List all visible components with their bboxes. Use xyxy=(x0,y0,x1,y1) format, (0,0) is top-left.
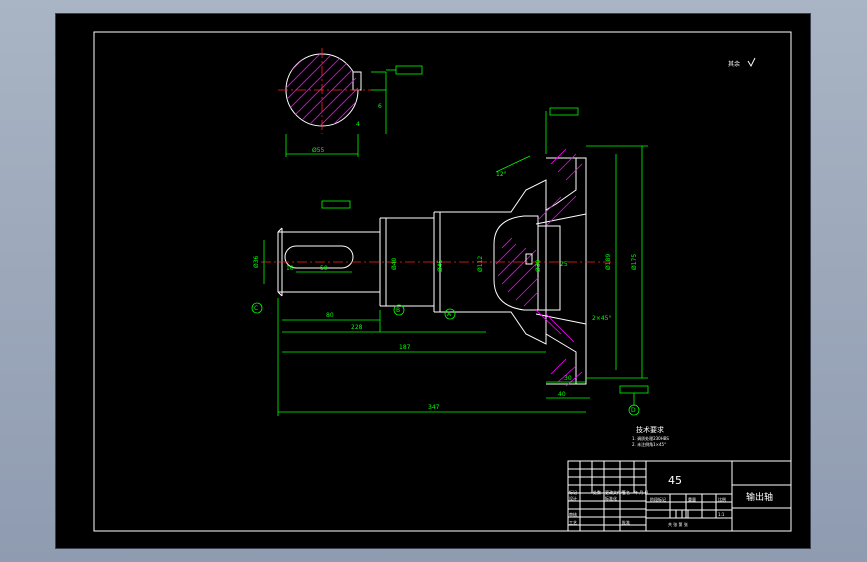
datum-b-label: B xyxy=(396,307,400,314)
datum-d-label: D xyxy=(631,407,636,414)
shaft-main-view: 80 228 187 347 30 40 50 10 Ø36 Ø40 Ø45 Ø… xyxy=(251,107,649,416)
section-view: Ø55 6 4 xyxy=(278,48,423,157)
roughness-symbol-icon xyxy=(747,57,756,68)
keyway-dim: 6 xyxy=(378,103,382,110)
dim-d45: Ø45 xyxy=(437,259,444,272)
cad-drawing: 其余 Ø55 6 4 xyxy=(93,31,792,532)
tb-sign: 签名 xyxy=(622,489,630,495)
tb-std: 标准化 xyxy=(605,495,617,501)
dim-key-length: 50 xyxy=(320,265,328,272)
tb-mark: 标记 xyxy=(569,489,577,495)
tb-weight: 重量 xyxy=(688,496,696,502)
tb-sheet: 共 张 第 张 xyxy=(668,521,688,527)
dim-bore: Ø30 xyxy=(535,259,542,272)
tb-count: 处数 xyxy=(593,489,601,495)
keyway-depth-dim: 4 xyxy=(356,121,360,128)
dim-25: 25 xyxy=(560,261,568,268)
dim-d189: Ø189 xyxy=(605,254,612,270)
chamfer-dim: 2×45° xyxy=(592,315,611,322)
model-space[interactable]: 其余 Ø55 6 4 xyxy=(55,13,811,549)
datum-d xyxy=(628,404,640,416)
tb-design: 设计 xyxy=(569,495,577,501)
dim-d112: Ø112 xyxy=(477,256,484,272)
angle-dim: 12° xyxy=(496,171,507,178)
datum-a-label: A xyxy=(447,311,452,318)
tb-stage: 阶段标记 xyxy=(650,496,666,502)
tech-req-line-1: 1. 调质处理230HBS xyxy=(632,435,669,441)
dim-347: 347 xyxy=(428,404,440,411)
part-name-label: 输出轴 xyxy=(746,491,773,503)
tb-ratio: 比例 xyxy=(718,496,726,502)
datum-a xyxy=(444,308,456,320)
dim-d40: Ø40 xyxy=(391,257,398,270)
dim-228: 228 xyxy=(351,324,363,331)
material-label: 45 xyxy=(668,474,682,487)
dim-d175: Ø175 xyxy=(631,254,638,270)
dim-key-offset: 10 xyxy=(286,265,294,272)
tech-req-line-2: 2. 未注倒角1×45° xyxy=(632,441,666,447)
tb-approve: 批准 xyxy=(622,519,630,525)
outer-frame xyxy=(93,31,792,532)
tb-doc-no: 更改文件号 xyxy=(605,489,625,495)
dim-187: 187 xyxy=(399,344,411,351)
tech-req-title: 技术要求 xyxy=(636,425,664,434)
datum-c xyxy=(251,302,263,314)
dim-80: 80 xyxy=(326,312,334,319)
dim-40: 40 xyxy=(558,391,566,398)
datum-c-label: C xyxy=(254,305,258,312)
section-dia-dim: Ø55 xyxy=(312,147,325,154)
tb-date: 年 月 日 xyxy=(634,489,649,495)
scale-value: 1:1 xyxy=(718,512,725,517)
dim-d36: Ø36 xyxy=(253,255,260,268)
datum-b xyxy=(393,304,405,316)
roughness-note: 其余 xyxy=(728,60,740,68)
tb-process: 工艺 xyxy=(569,520,577,525)
dim-30: 30 xyxy=(564,375,572,382)
title-block: 45 输出轴 1:1 标记 处数 更改文件号 签名 年 月 日 设计 标准化 阶… xyxy=(567,460,792,532)
tb-check: 审核 xyxy=(569,511,577,517)
